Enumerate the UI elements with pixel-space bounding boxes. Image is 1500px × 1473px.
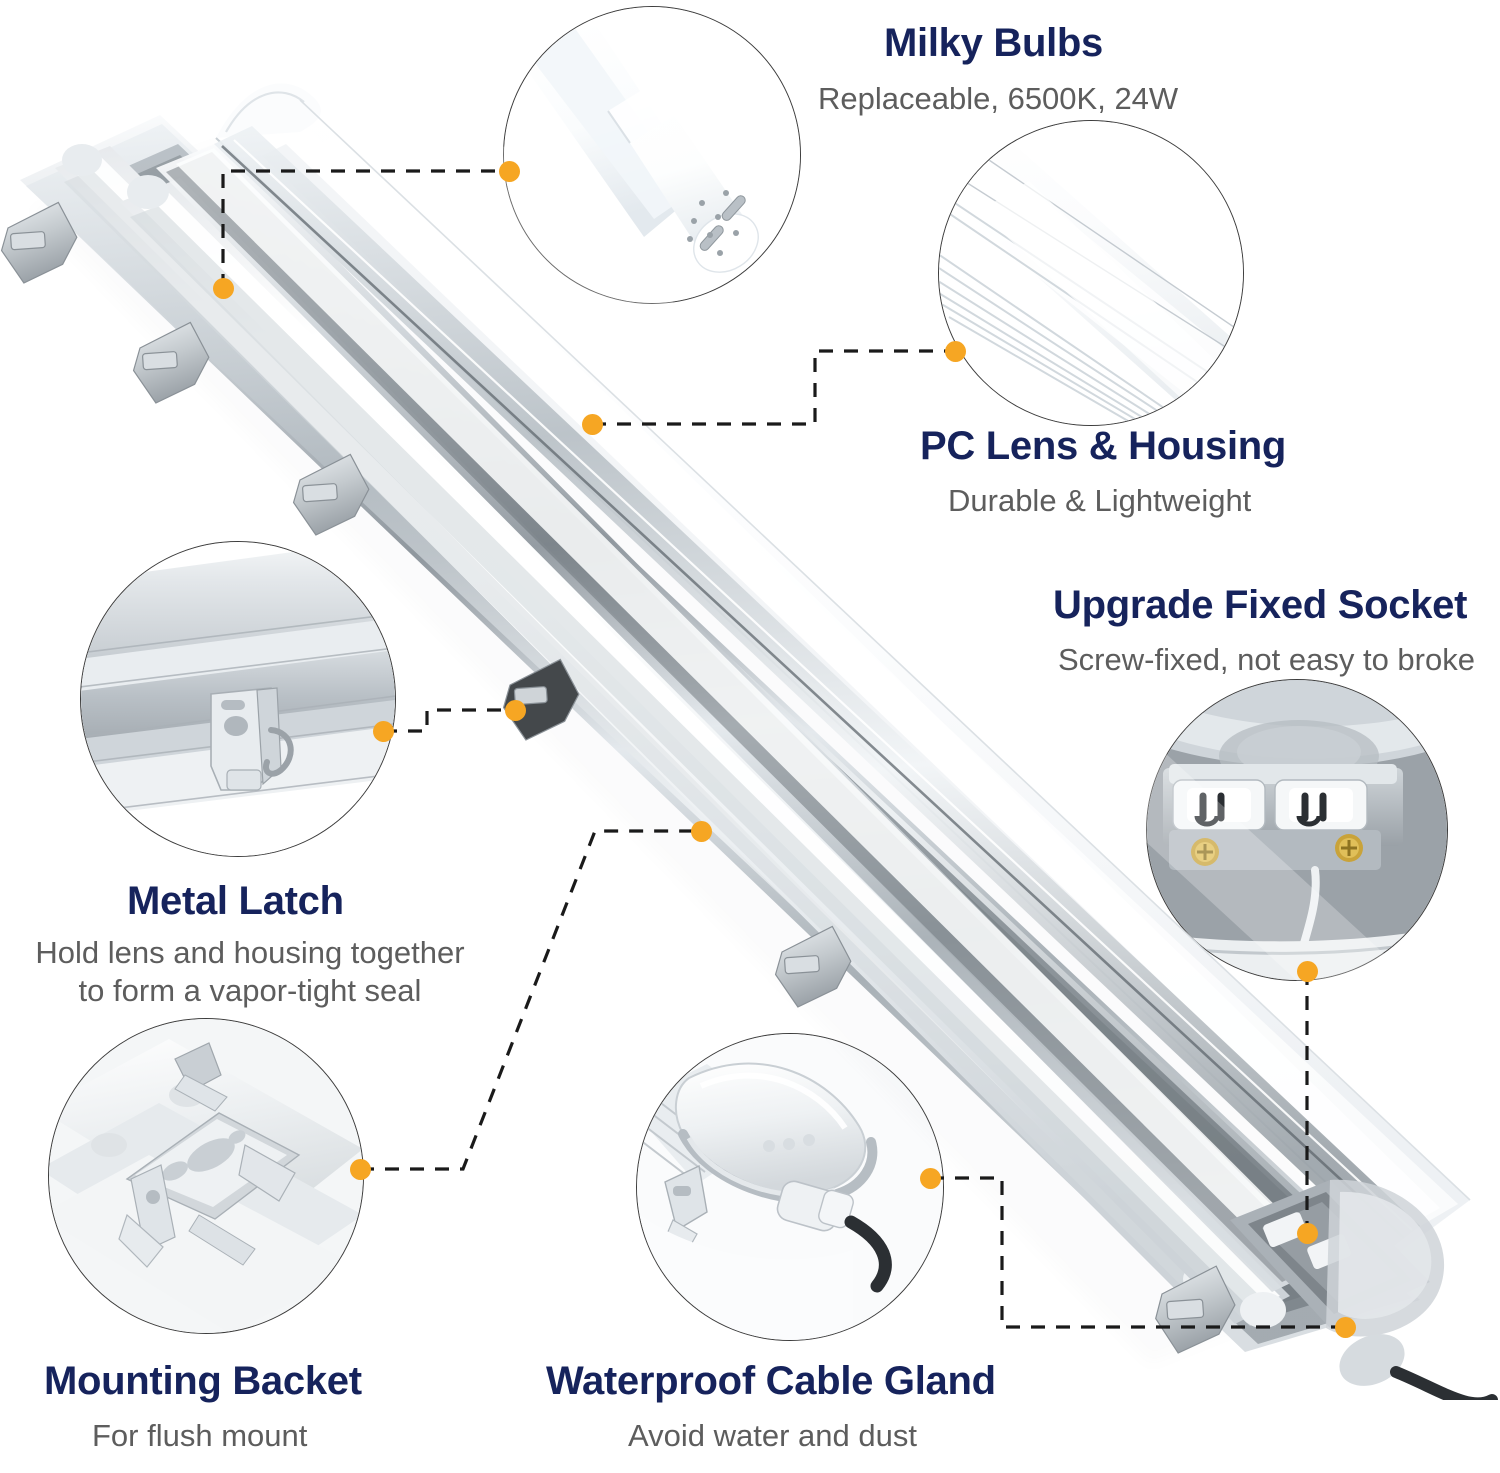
target-dot-cable-gland: [1334, 1316, 1356, 1338]
target-dot-pc-lens: [581, 413, 603, 435]
callout-title-fixed-socket: Upgrade Fixed Socket: [1053, 583, 1468, 627]
anchor-dot-mounting-bracket: [349, 1158, 371, 1180]
callout-bubble-fixed-socket: [1146, 679, 1448, 981]
callout-subtitle-milky-bulbs: Replaceable, 6500K, 24W: [818, 81, 1179, 116]
anchor-dot-pc-lens: [944, 340, 966, 362]
callout-title-metal-latch: Metal Latch: [127, 879, 344, 923]
product-illustration: [0, 70, 1500, 1410]
metal-latch-icon: [81, 542, 395, 856]
anchor-dot-milky-bulbs: [498, 160, 520, 182]
anchor-dot-metal-latch: [372, 720, 394, 742]
target-dot-metal-latch: [504, 699, 526, 721]
callout-bubble-metal-latch: [80, 541, 396, 857]
callout-title-cable-gland: Waterproof Cable Gland: [546, 1359, 996, 1403]
callout-title-mounting-bracket: Mounting Backet: [44, 1359, 362, 1403]
product-image-led-vapor-tight-fixture: [0, 60, 1500, 1410]
ribbed-lens-icon: [939, 121, 1243, 425]
anchor-dot-fixed-socket: [1296, 960, 1318, 982]
callout-bubble-mounting-bracket: [48, 1018, 364, 1334]
target-dot-fixed-socket: [1296, 1222, 1318, 1244]
callout-subtitle-metal-latch-line2: to form a vapor-tight seal: [78, 972, 422, 1008]
anchor-dot-cable-gland: [919, 1167, 941, 1189]
callout-bubble-pc-lens: [938, 120, 1244, 426]
screw-icon: [1191, 838, 1219, 866]
callout-bubble-milky-bulbs: [503, 6, 801, 304]
target-dot-milky-bulbs: [212, 277, 234, 299]
callout-subtitle-pc-lens: Durable & Lightweight: [948, 483, 1252, 518]
callout-subtitle-mounting-bracket: For flush mount: [92, 1418, 308, 1453]
target-dot-mounting-bracket: [690, 820, 712, 842]
callout-subtitle-cable-gland: Avoid water and dust: [628, 1418, 917, 1453]
callout-subtitle-metal-latch-line1: Hold lens and housing together: [35, 935, 465, 970]
mounting-bracket-icon: [49, 1019, 363, 1333]
screw-icon: [1335, 834, 1363, 862]
callout-title-milky-bulbs: Milky Bulbs: [884, 21, 1103, 65]
callout-title-pc-lens: PC Lens & Housing: [920, 424, 1287, 468]
callout-subtitle-fixed-socket: Screw-fixed, not easy to broke: [1058, 642, 1475, 677]
led-tube-icon: [504, 7, 800, 303]
callout-subtitle-metal-latch: Hold lens and housing together to form a…: [0, 934, 500, 1010]
